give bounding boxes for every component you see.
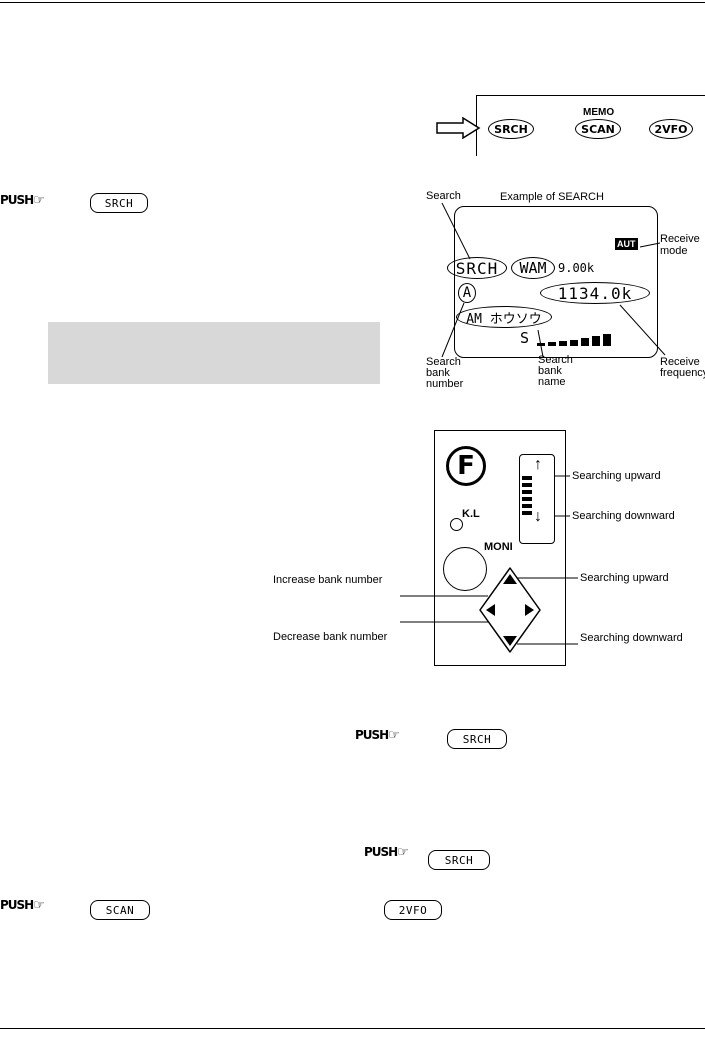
label-searching-downward-2: Searching downward [580,632,683,644]
top-rule [0,2,705,3]
callout-search: Search [426,190,461,202]
kl-button[interactable] [450,518,463,531]
push-label: PUSH☞ [0,193,45,208]
push-label: PUSH☞ [0,898,45,913]
callout-receive-frequency: Receive frequency [660,356,705,379]
callout-search-bank-name: Search bank name [538,354,573,388]
callout-search-bank-number: Search bank number [426,356,464,390]
cursor-up-icon [503,574,517,584]
lcd-bank: A [458,283,476,303]
label-increase-bank: Increase bank number [273,574,383,586]
memo-label: MEMO [583,107,615,118]
f-key[interactable]: F [446,446,486,486]
lcd-example: Search Example of SEARCH Receive mode AU… [420,185,705,395]
moni-label: MONI [484,541,513,553]
lcd-step: 9.00k [558,261,595,275]
srch-key[interactable]: SRCH [428,850,490,870]
label-searching-upward-1: Searching upward [572,470,661,482]
lcd-bank-name: AM ホウソウ [456,306,552,328]
label-searching-downward-1: Searching downward [572,510,675,522]
callout-receive-mode: Receive mode [660,233,700,257]
srch-key[interactable]: SRCH [90,193,148,213]
arrow-up-icon: ↑ [534,456,542,473]
lcd-mode: WAM [511,257,555,279]
panel-srch-key[interactable]: SRCH [488,119,534,139]
push-label: PUSH☞ [355,728,400,743]
cursor-right-icon [525,604,534,616]
cursor-left-icon [486,604,495,616]
kl-label: K.L [462,508,480,520]
cursor-pad[interactable] [474,562,546,658]
key-panel-illustration: MEMO SRCH SCAN 2VFO [430,95,705,156]
bottom-rule [0,1028,705,1029]
lcd-srch: SRCH [447,257,507,279]
keypad-frame [434,430,566,666]
panel-vfo-key[interactable]: 2VFO [649,119,693,139]
arrow-right-icon [436,117,481,139]
callout-lines [441,202,666,358]
lcd-title: Example of SEARCH [500,191,604,203]
keypad-illustration: F ↑ ↓ K.L MONI Searching upward Searchin… [270,430,705,670]
panel-frame [476,95,705,156]
label-searching-upward-2: Searching upward [580,572,669,584]
arrow-down-icon: ↓ [534,508,542,525]
note-box [48,322,380,384]
search-direction-indicator [519,454,555,544]
label-decrease-bank: Decrease bank number [273,631,388,643]
panel-scan-key[interactable]: SCAN [575,119,621,139]
vfo-key[interactable]: 2VFO [384,900,442,920]
push-label: PUSH☞ [364,845,409,860]
moni-button[interactable] [443,547,487,591]
lcd-signal-s: S [520,329,530,347]
lcd-frame [454,206,658,358]
scan-key[interactable]: SCAN [90,900,150,920]
cursor-down-icon [503,636,517,646]
level-bars-icon [522,476,532,515]
srch-key[interactable]: SRCH [447,729,507,749]
keypad-callout-lines [400,475,578,645]
aut-badge: AUT [615,238,638,250]
lcd-frequency: 1134.0k [540,282,650,304]
